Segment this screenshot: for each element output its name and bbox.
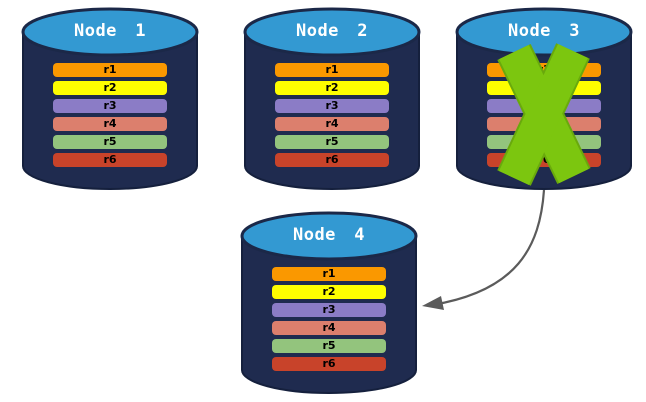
node-title: Node 4 xyxy=(292,225,366,245)
row-r5: r5 xyxy=(53,135,167,149)
row-r4: r4 xyxy=(275,117,389,131)
row-r2: r2 xyxy=(275,81,389,95)
row-r4: r4 xyxy=(272,321,386,335)
row-r5: r5 xyxy=(272,339,386,353)
db-node-3: Node 3 r1 r2 r3 r4 r5 r6 xyxy=(455,7,633,193)
db-node-4: Node 4 r1 r2 r3 r4 r5 r6 xyxy=(240,211,418,397)
row-r3: r3 xyxy=(487,99,601,113)
db-node-2: Node 2 r1 r2 r3 r4 r5 r6 xyxy=(243,7,421,193)
row-r1: r1 xyxy=(53,63,167,77)
node-title: Node 2 xyxy=(295,21,369,41)
row-list: r1 r2 r3 r4 r5 r6 xyxy=(243,63,421,167)
db-node-1: Node 1 r1 r2 r3 r4 r5 r6 xyxy=(21,7,199,193)
row-r4: r4 xyxy=(53,117,167,131)
row-r6: r6 xyxy=(275,153,389,167)
row-r4: r4 xyxy=(487,117,601,131)
row-list: r1 r2 r3 r4 r5 r6 xyxy=(240,267,418,371)
row-r2: r2 xyxy=(53,81,167,95)
row-list: r1 r2 r3 r4 r5 r6 xyxy=(455,63,633,167)
row-r6: r6 xyxy=(53,153,167,167)
node-title: Node 1 xyxy=(73,21,147,41)
row-r5: r5 xyxy=(275,135,389,149)
row-r1: r1 xyxy=(272,267,386,281)
row-r2: r2 xyxy=(272,285,386,299)
row-r5: r5 xyxy=(487,135,601,149)
curved-arrow-icon xyxy=(422,189,546,310)
row-r3: r3 xyxy=(272,303,386,317)
node-title: Node 3 xyxy=(507,21,581,41)
row-r1: r1 xyxy=(487,63,601,77)
row-r3: r3 xyxy=(53,99,167,113)
row-r2: r2 xyxy=(487,81,601,95)
row-r6: r6 xyxy=(487,153,601,167)
row-r3: r3 xyxy=(275,99,389,113)
row-r1: r1 xyxy=(275,63,389,77)
row-list: r1 r2 r3 r4 r5 r6 xyxy=(21,63,199,167)
row-r6: r6 xyxy=(272,357,386,371)
